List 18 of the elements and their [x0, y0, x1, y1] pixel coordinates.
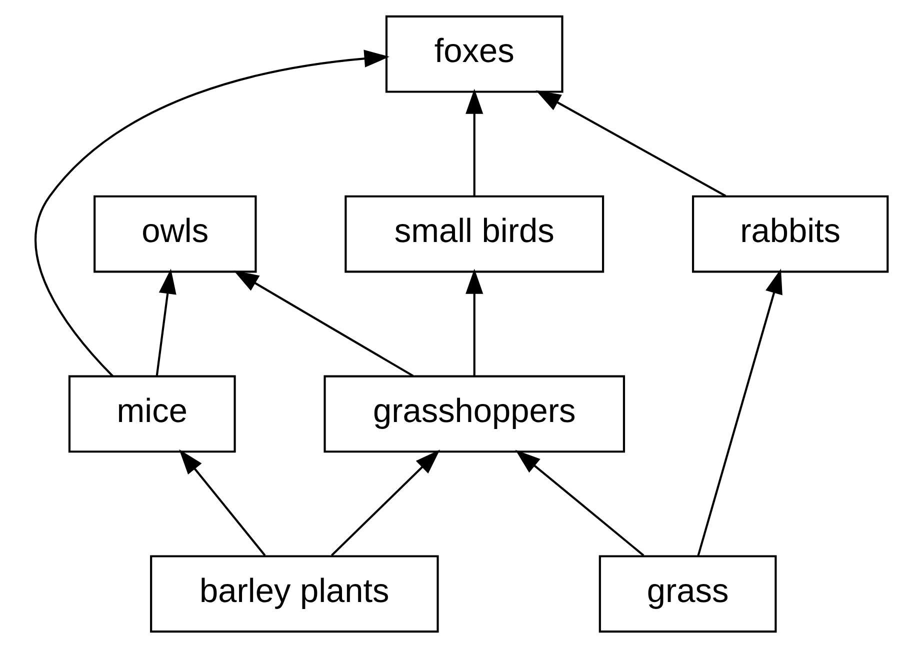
- node-box: owls: [94, 195, 257, 273]
- node-box: grasshoppers: [324, 375, 626, 453]
- arrow: [515, 450, 644, 556]
- node-box: foxes: [385, 15, 564, 93]
- arrow: [697, 268, 782, 556]
- arrow: [466, 268, 484, 376]
- node-box: grass: [598, 555, 777, 633]
- arrow: [330, 450, 440, 556]
- arrow: [34, 50, 390, 377]
- node-box: barley plants: [150, 555, 439, 633]
- arrow: [179, 449, 266, 556]
- arrow: [536, 90, 726, 197]
- arrow: [466, 88, 484, 196]
- node-box: mice: [68, 375, 236, 453]
- node-box: rabbits: [692, 195, 889, 273]
- arrow: [156, 268, 176, 376]
- node-box: small birds: [344, 195, 604, 273]
- arrow: [234, 270, 414, 377]
